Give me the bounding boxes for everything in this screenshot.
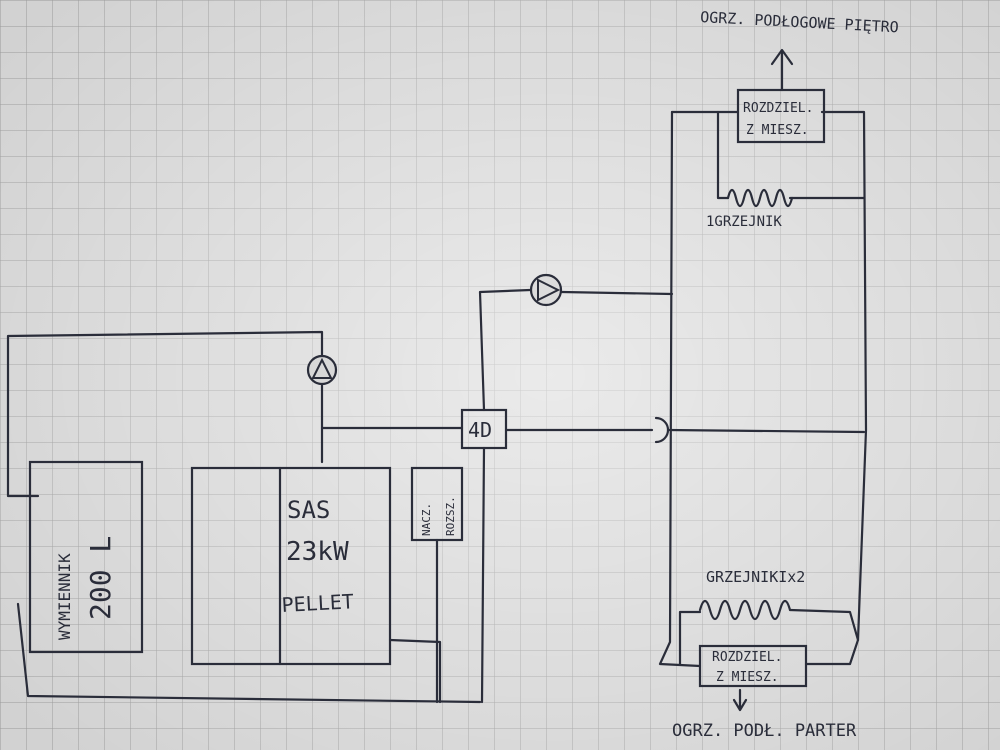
valve-return-pipe [480,446,486,704]
radiator-one-label: 1GRZEJNIK [706,214,782,230]
distributor-bottom-arrow [732,688,748,712]
boiler-housing [190,466,392,666]
distributor-top-arrow [770,48,794,92]
exchanger-return-pipe [16,602,482,704]
pump-to-riser-pipe [560,290,674,296]
pump-left-icon [306,354,338,386]
distributor-top-label-2: Z MIESZ. [746,123,809,138]
main-pipe-end [666,428,866,434]
distributor-top-label-1: ROZDZIEL. [743,101,813,116]
boiler-label-1: SAS [287,496,330,524]
radiators-two-return [788,608,860,642]
four-way-valve-label: 4D [468,418,492,442]
expansion-vessel-label-2: ROZSZ. [444,496,457,536]
distributor-bottom-label-1: ROZDZIEL. [712,650,782,665]
exchanger-label-2: 200 L [84,536,117,620]
distributor-bottom-label-2: Z MIESZ. [716,670,779,685]
exchanger-tank [28,460,144,654]
radiators-two-label: GRZEJNIKIx2 [706,568,805,586]
radiator-one-feed [716,110,730,200]
pump-right-icon [529,273,563,307]
valve-up-pipe [478,288,532,412]
boiler-label-2: 23kW [286,537,349,567]
radiators-two-feed [678,610,702,666]
exchanger-label-1: WYMIENNIK [55,553,74,640]
distributor-bottom [698,644,808,688]
floor-heating-ground-label: OGRZ. PODŁ. PARTER [672,721,857,741]
radiator-one-icon [726,188,794,208]
expansion-vessel-label-1: NACZ. [420,503,433,536]
boiler-label-3: PELLET [281,589,354,617]
radiators-two-icon [698,599,792,621]
boiler-outlet-pipe [388,638,442,704]
riser-top-right-pipe [804,110,868,666]
